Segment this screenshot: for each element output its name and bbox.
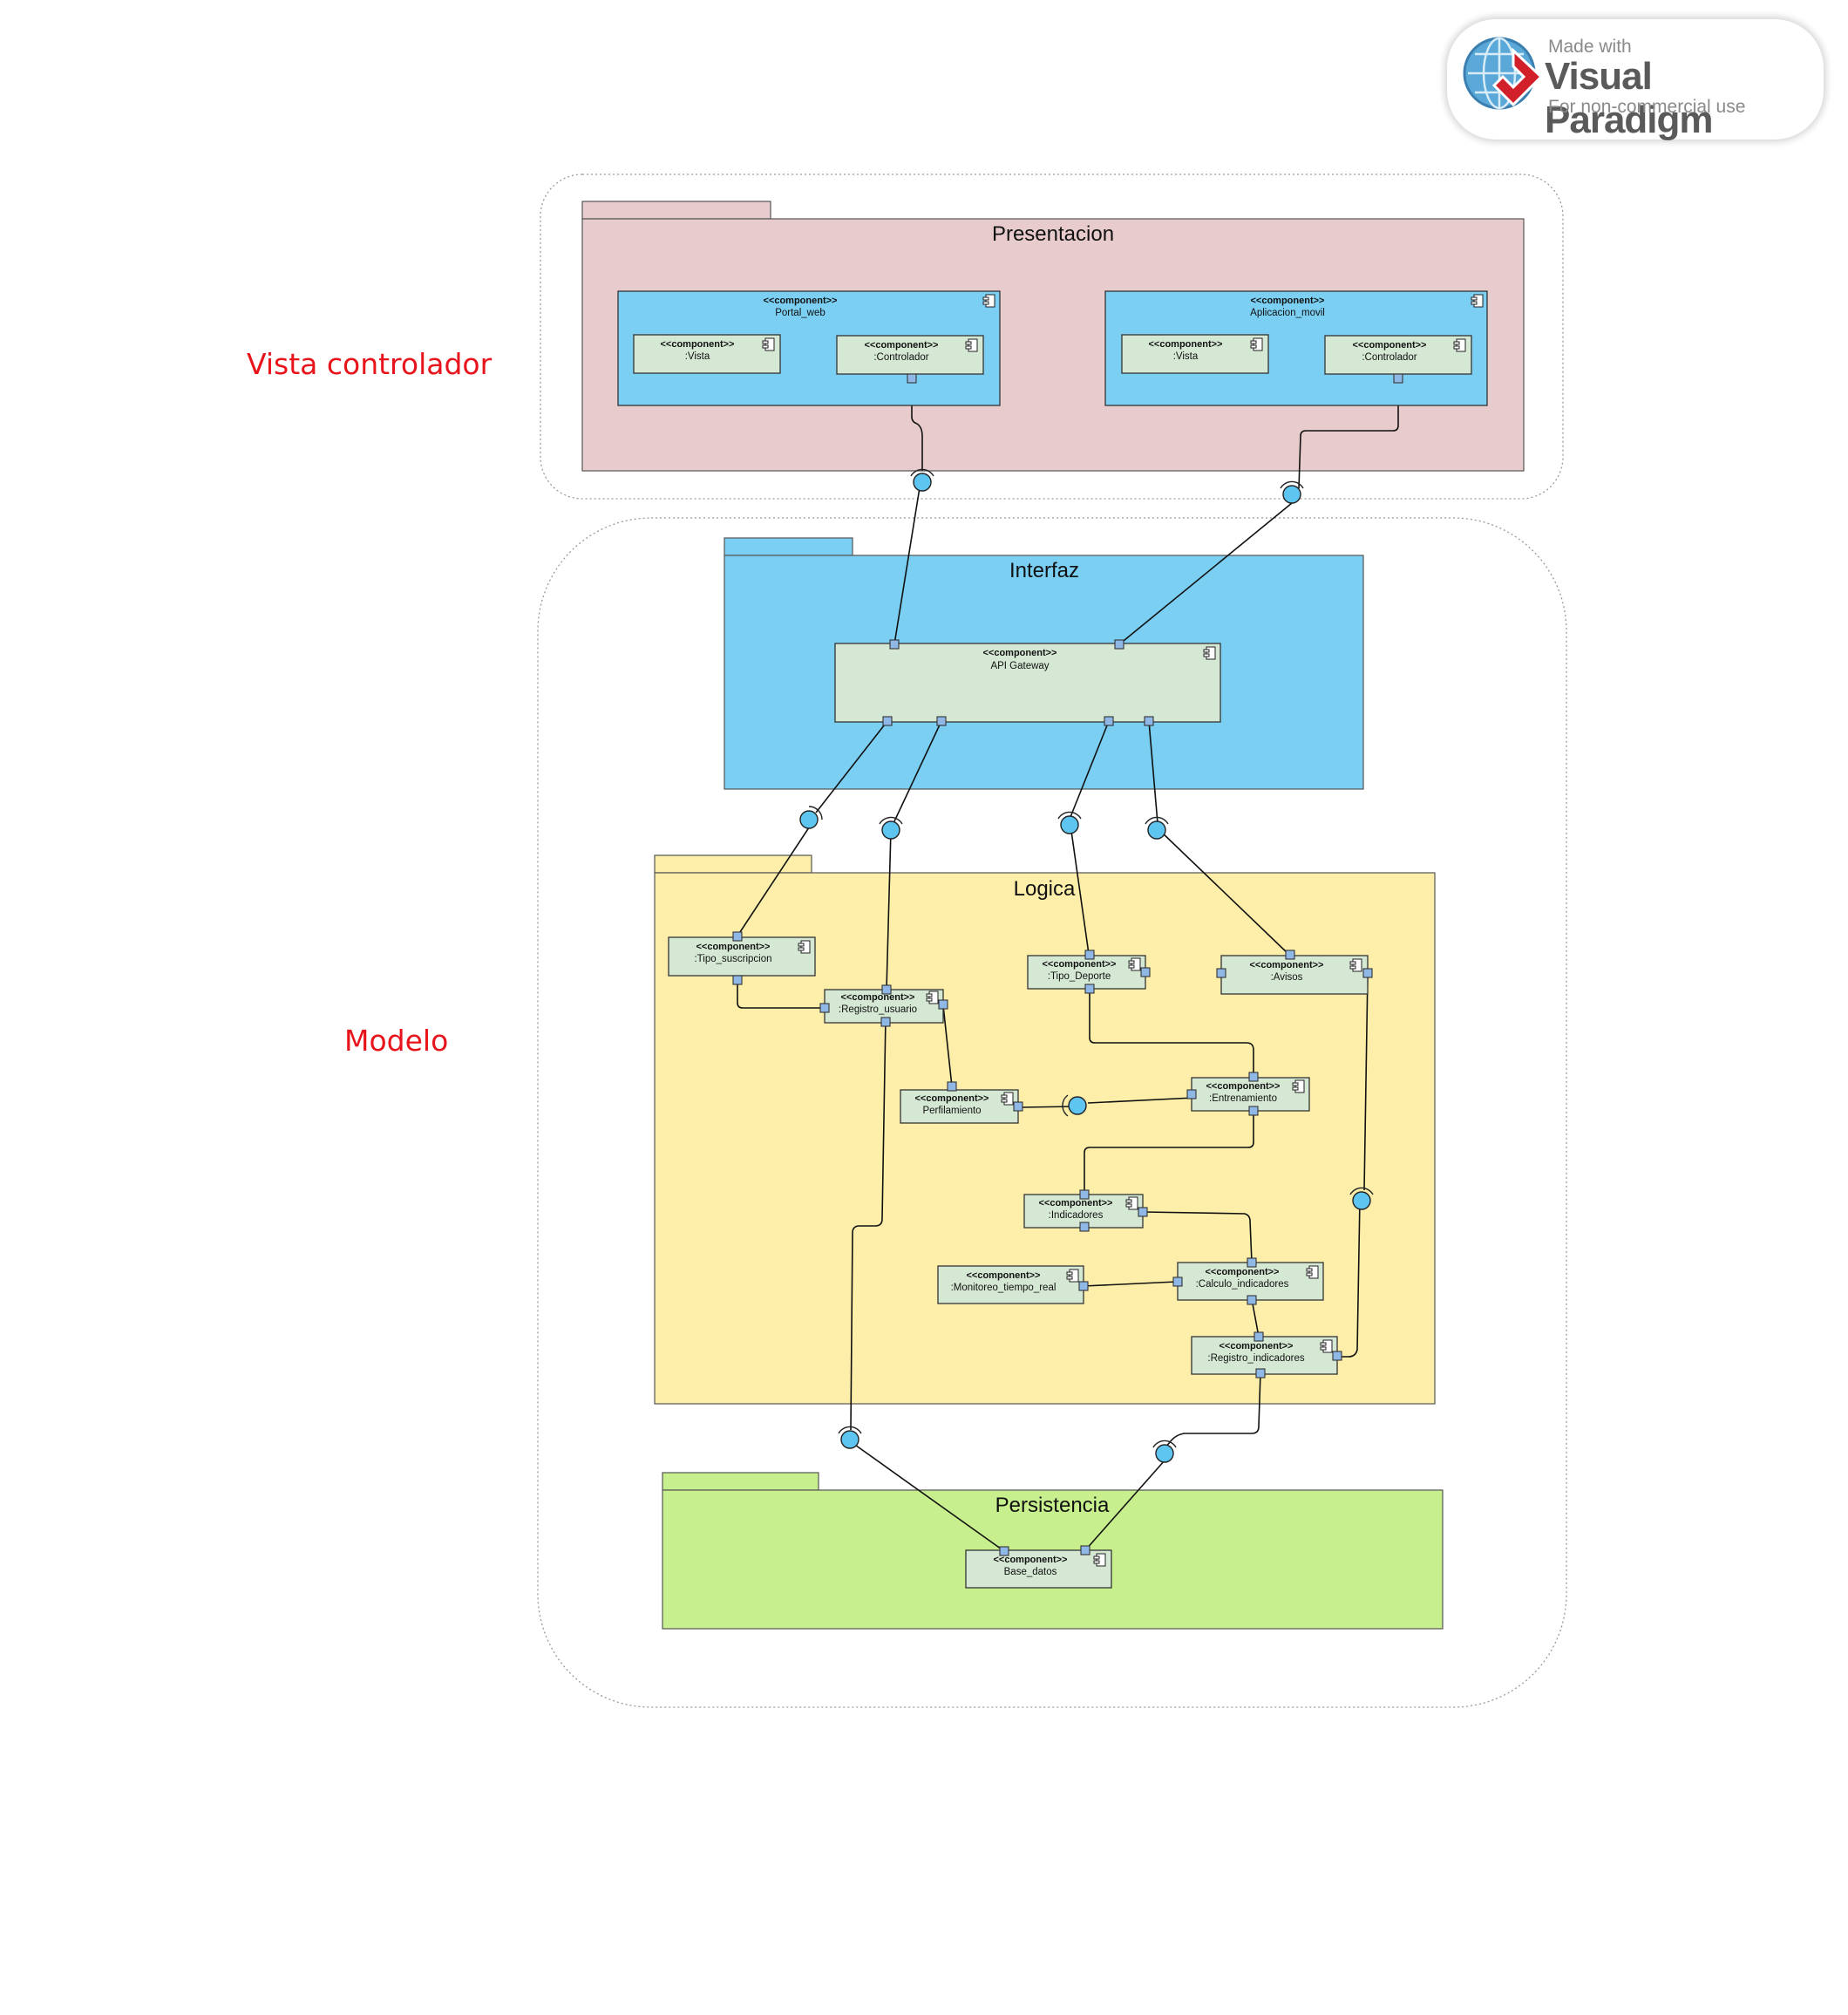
stereotype-label: <<component>> bbox=[1206, 1267, 1280, 1277]
stereotype-label: <<component>> bbox=[1353, 340, 1427, 351]
watermark-line1: Made with bbox=[1548, 37, 1632, 57]
component-icon bbox=[1306, 1265, 1319, 1279]
stereotype-label: <<component>> bbox=[865, 340, 939, 351]
component-name-portal-controlador: :Controlador bbox=[873, 352, 928, 363]
interface-socket bbox=[1145, 816, 1169, 840]
interface-socket bbox=[1349, 1187, 1374, 1210]
stereotype-label: <<component>> bbox=[1250, 960, 1324, 970]
component-icon bbox=[1320, 1339, 1333, 1353]
component-name-registro-usuario: :Registro_usuario bbox=[839, 1004, 917, 1015]
component-monitoreo-tiempo-real[interactable]: <<component>> :Monitoreo_tiempo_real bbox=[937, 1265, 1084, 1304]
component-icon bbox=[762, 337, 775, 351]
component-name-api-gateway: API Gateway bbox=[990, 661, 1049, 671]
interface-socket bbox=[838, 1426, 862, 1449]
interface-socket bbox=[1280, 480, 1304, 504]
interface-socket bbox=[910, 468, 934, 492]
component-name-calculo-indicadores: :Calculo_indicadores bbox=[1196, 1279, 1289, 1290]
interface-socket bbox=[799, 806, 823, 829]
package-title-interfaz: Interfaz bbox=[1009, 559, 1079, 582]
component-entrenamiento[interactable]: <<component>> :Entrenamiento bbox=[1191, 1077, 1310, 1112]
component-tipo-suscripcion[interactable]: <<component>> :Tipo_suscripcion bbox=[668, 936, 816, 977]
stereotype-label: <<component>> bbox=[764, 296, 838, 306]
component-icon bbox=[1001, 1092, 1014, 1106]
package-title-logica: Logica bbox=[1014, 877, 1076, 901]
visual-paradigm-logo-icon bbox=[1463, 37, 1544, 110]
vista-controlador-frame bbox=[540, 174, 1564, 500]
component-portal-controlador[interactable]: <<component>> :Controlador bbox=[836, 335, 984, 375]
watermark-line2: Visual Paradigm bbox=[1545, 55, 1714, 141]
component-name-portal-vista: :Vista bbox=[685, 351, 710, 362]
stereotype-label: <<component>> bbox=[1149, 339, 1223, 350]
stereotype-label: <<component>> bbox=[841, 992, 915, 1003]
component-name-avisos: :Avisos bbox=[1271, 972, 1303, 983]
component-icon bbox=[1453, 338, 1466, 352]
interface-socket bbox=[1152, 1440, 1177, 1463]
stereotype-label: <<component>> bbox=[1039, 1198, 1113, 1208]
component-icon bbox=[1349, 958, 1362, 972]
component-movil-vista[interactable]: <<component>> :Vista bbox=[1121, 334, 1269, 374]
interfaces bbox=[799, 468, 1374, 1463]
component-name-registro-indicadores: :Registro_indicadores bbox=[1207, 1353, 1304, 1364]
stereotype-label: <<component>> bbox=[915, 1093, 989, 1104]
component-name-base-datos: Base_datos bbox=[1004, 1567, 1057, 1577]
stereotype-label: <<component>> bbox=[661, 339, 735, 350]
component-name-movil-vista: :Vista bbox=[1173, 351, 1199, 362]
ports bbox=[732, 373, 1403, 1556]
component-icon bbox=[1093, 1553, 1106, 1567]
watermark-line3: For non-commercial use bbox=[1548, 97, 1746, 117]
component-name-indicadores: :Indicadores bbox=[1049, 1210, 1104, 1221]
component-calculo-indicadores[interactable]: <<component>> :Calculo_indicadores bbox=[1177, 1262, 1324, 1301]
component-tipo-deporte[interactable]: <<component>> :Tipo_Deporte bbox=[1027, 955, 1146, 990]
stereotype-label: <<component>> bbox=[1043, 959, 1117, 970]
component-movil-controlador[interactable]: <<component>> :Controlador bbox=[1324, 335, 1472, 375]
component-avisos[interactable]: <<component>> :Avisos bbox=[1220, 955, 1369, 995]
component-icon bbox=[1292, 1079, 1305, 1093]
component-icon bbox=[1203, 646, 1216, 660]
visual-paradigm-watermark: Made with Visual Paradigm For non-commer… bbox=[1447, 19, 1824, 141]
package-title-persistencia: Persistencia bbox=[995, 1494, 1110, 1517]
component-icon bbox=[1125, 1196, 1138, 1210]
stereotype-label: <<component>> bbox=[1220, 1341, 1294, 1351]
component-name-monitoreo: :Monitoreo_tiempo_real bbox=[951, 1283, 1056, 1293]
component-name-entrenamiento: :Entrenamiento bbox=[1209, 1093, 1277, 1104]
component-portal-vista[interactable]: <<component>> :Vista bbox=[633, 334, 781, 374]
component-icon bbox=[798, 940, 811, 954]
stereotype-label: <<component>> bbox=[967, 1270, 1041, 1281]
stereotype-label: <<component>> bbox=[696, 942, 771, 952]
component-name-movil-controlador: :Controlador bbox=[1362, 352, 1417, 363]
component-icon bbox=[1128, 957, 1141, 971]
side-label-vista-controlador: Vista controlador bbox=[247, 347, 493, 381]
component-perfilamiento[interactable]: <<component>> Perfilamiento bbox=[900, 1089, 1019, 1124]
interface-socket bbox=[1057, 811, 1082, 834]
package-title-presentacion: Presentacion bbox=[992, 222, 1114, 246]
component-name-tipo-deporte: :Tipo_Deporte bbox=[1048, 971, 1111, 982]
interface-socket bbox=[879, 816, 903, 840]
side-label-modelo: Modelo bbox=[344, 1024, 449, 1058]
component-name-tipo-suscripcion: :Tipo_suscripcion bbox=[694, 954, 771, 964]
component-icon bbox=[1471, 294, 1484, 308]
component-api-gateway[interactable]: <<component>> API Gateway bbox=[834, 643, 1221, 723]
stereotype-label: <<component>> bbox=[1251, 296, 1325, 306]
stereotype-label: <<component>> bbox=[983, 648, 1057, 658]
stereotype-label: <<component>> bbox=[994, 1555, 1068, 1565]
component-registro-indicadores[interactable]: <<component>> :Registro_indicadores bbox=[1191, 1336, 1338, 1375]
stereotype-label: <<component>> bbox=[1206, 1081, 1281, 1092]
component-icon bbox=[1250, 337, 1263, 351]
component-base-datos[interactable]: <<component>> Base_datos bbox=[965, 1549, 1112, 1589]
component-icon bbox=[1066, 1269, 1079, 1283]
interface-socket bbox=[1062, 1094, 1087, 1117]
modelo-frame bbox=[537, 517, 1567, 1708]
component-name-perfilamiento: Perfilamiento bbox=[922, 1106, 981, 1116]
component-name-portal-web: Portal_web bbox=[775, 308, 825, 318]
component-icon bbox=[965, 338, 978, 352]
component-name-aplicacion-movil: Aplicacion_movil bbox=[1250, 308, 1325, 318]
component-icon bbox=[926, 990, 939, 1004]
component-icon bbox=[982, 294, 995, 308]
